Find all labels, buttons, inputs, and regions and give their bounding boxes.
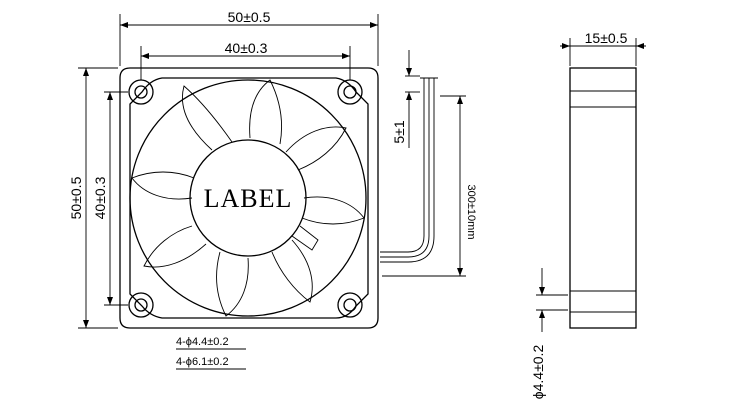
dim-bore-diameter: ϕ4.4±0.2 [530, 268, 568, 399]
dim-frame-height-text: 50±0.5 [68, 176, 84, 219]
dim-hole-spacing-y-text: 40±0.3 [92, 176, 108, 219]
hub-circle [189, 139, 307, 257]
hole-notes: 4-ϕ4.4±0.2 4-ϕ6.1±0.2 [176, 336, 246, 370]
dim-hole-spacing-y: 40±0.3 [92, 91, 128, 306]
rotor-circle [129, 79, 367, 317]
hub-label: LABEL [204, 184, 293, 213]
dim-wire-pitch: 5±1 [391, 50, 420, 148]
dim-thickness-text: 15±0.5 [585, 30, 628, 46]
dim-frame-height: 50±0.5 [68, 67, 118, 329]
note-hole-inner: 4-ϕ4.4±0.2 [176, 336, 229, 348]
dim-wire-pitch-text: 5±1 [391, 120, 407, 143]
front-view: LABEL [119, 67, 379, 329]
dim-frame-width-text: 50±0.5 [228, 9, 271, 25]
dim-hole-spacing-x: 40±0.3 [140, 40, 351, 80]
fan-blades [131, 79, 365, 317]
lead-wires [380, 77, 438, 263]
side-view [569, 67, 637, 329]
dim-bore-diameter-text: ϕ4.4±0.2 [530, 345, 546, 400]
dim-thickness: 15±0.5 [560, 30, 646, 66]
note-hole-outer: 4-ϕ6.1±0.2 [176, 356, 229, 368]
dim-hole-spacing-x-text: 40±0.3 [225, 40, 268, 56]
outer-frame [119, 67, 379, 329]
dim-wire-length: 300±10mm [382, 95, 477, 277]
dim-wire-length-text: 300±10mm [465, 185, 477, 240]
side-body [569, 67, 637, 329]
dim-frame-width: 50±0.5 [119, 9, 379, 66]
